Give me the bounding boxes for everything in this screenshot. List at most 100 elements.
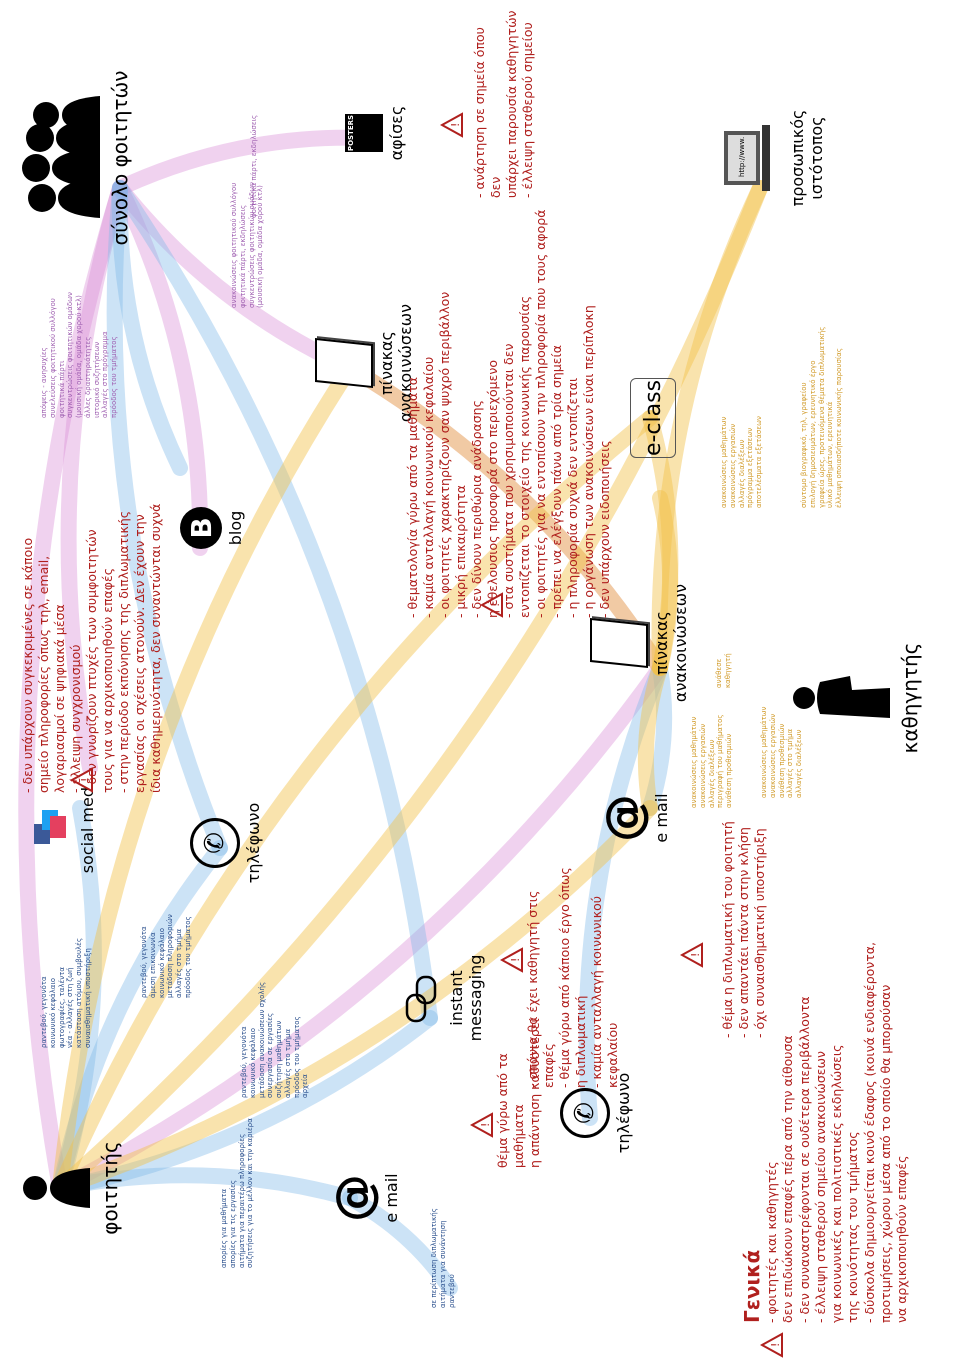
board-mid-label: πίνακας ανακοινώσεων [652, 583, 690, 703]
at-icon: @ [596, 794, 652, 842]
chat-bubbles-icon [405, 975, 437, 1023]
blue-connection-band [112, 180, 438, 1026]
blue-connection-band [642, 660, 673, 816]
email1-node: @ e mail [326, 1158, 401, 1238]
blue-connection-band [52, 800, 102, 1196]
email1-blue-note: απορίες για μαθήματα απορίες για τις εργ… [220, 1118, 255, 1268]
students-purple-note: απόψεις - ανησυχίες συνελεύσεις φοιτητικ… [40, 292, 118, 418]
board-purple-note: ανακοινώσεις φοιτητικού συλλόγου φοιτητι… [230, 182, 265, 308]
professor-label: καθηγητής [898, 642, 922, 754]
purple-connection-band [60, 180, 128, 776]
board-mid-orange-note: ανακοινώσεις μαθημάτων ανακοινώσεις εργα… [720, 416, 763, 508]
svg-text:!: ! [449, 123, 462, 127]
orange-connection-band [52, 410, 658, 1196]
orange-connection-band [652, 490, 679, 676]
purple-connection-band [342, 360, 668, 676]
svg-text:!: ! [79, 778, 92, 782]
social-issues: - δεν υπάρχουν συγκεκριμένες σε κάποιο σ… [20, 503, 163, 793]
orange-connection-band [642, 410, 679, 676]
posters-icon: POSTERS [345, 114, 383, 152]
blue-connection-band [578, 660, 668, 1126]
email2-orange-note: ανακοινώσεις μαθημάτων ανακοινώσεις εργα… [760, 706, 803, 798]
email2-label: e mail [652, 793, 671, 843]
orange-connection-band [52, 360, 358, 1196]
student-group-icon [22, 96, 100, 218]
instant-label: instant messaging [447, 954, 485, 1042]
email1-label: e mail [382, 1173, 401, 1223]
orange-connection-band [52, 800, 658, 1196]
email2-node: @ e mail [596, 778, 671, 858]
website-node: http://www. προσωπικός ιστότοπος [720, 88, 826, 228]
general-title: Γενικά [740, 1249, 764, 1323]
students-group-node: σύνολο φοιτητών [20, 58, 132, 258]
svg-text:!: ! [689, 953, 702, 957]
website-orange-note: σύντομο βιογραφικό, τηλ, γραφείου επιλογ… [800, 326, 843, 508]
students-group-label: σύνολο φοιτητών [108, 70, 132, 246]
warning-icon: ! [70, 767, 93, 793]
purple-connection-band [112, 180, 209, 556]
at-icon: @ [326, 1174, 382, 1222]
svg-text:!: ! [769, 1343, 782, 1347]
orange-connection-band [52, 180, 768, 1196]
warning-icon: ! [440, 112, 463, 138]
thesis-blue-note: σε περίπτωση διπλωματικής αιτήματα για σ… [430, 1208, 456, 1308]
blue-connection-band [52, 1167, 358, 1206]
advisor-orange-note: ανάθεσε καθηγητή [715, 653, 732, 688]
professor-node: καθηγητής [790, 628, 922, 768]
website-label: προσωπικός ιστότοπος [788, 109, 826, 207]
instant-node: instant messaging [405, 928, 485, 1068]
blue-connection-band [52, 840, 228, 1196]
warning-icon: ! [470, 1112, 493, 1138]
svg-text:!: ! [509, 958, 522, 962]
board-mid-icon [590, 617, 648, 669]
phone1-blue-note: ραντεβού, γεγονότα άμεση επικοινωνία κοι… [140, 914, 192, 998]
purple-connection-band [112, 129, 378, 196]
social-node: social media [30, 768, 97, 878]
social-media-icon [34, 810, 66, 844]
phone-issues: θέμα γύρω από τα μαθήματα η απάντηση καθ… [495, 1018, 542, 1168]
blue-connection-band [52, 1010, 438, 1196]
instant-blue-note: ραντεβού, γεγονότα κοινωνικό κεφάλαιο με… [240, 981, 310, 1098]
blue-connection-band [106, 180, 228, 856]
professor-icon [793, 676, 890, 718]
orange-connection-band [651, 180, 768, 676]
student-label: φοιτητής [98, 1141, 122, 1235]
general-body: - φοιτητές και καθηγητές δεν επιδιώκουν … [764, 941, 909, 1323]
orange-connection-band [637, 660, 668, 816]
eclass-box: e-class [630, 378, 676, 458]
warning-icon: ! [680, 942, 703, 968]
purple-connection-band [18, 180, 128, 1196]
laptop-icon: http://www. [724, 125, 770, 191]
laptop-url-text: http://www. [738, 137, 746, 177]
prof-orange-note: ανακοινώσεις μαθημάτων ανακοινώσεις εργα… [690, 714, 733, 808]
blog-label: blog [226, 510, 245, 546]
blue-connection-band [111, 180, 188, 476]
orange-connection-band [342, 360, 668, 676]
posters-label: αφίσες [387, 105, 406, 161]
purple-connection-band [52, 660, 668, 1196]
eclass-node: e-class [630, 368, 676, 458]
blue-connection-band [342, 1190, 458, 1296]
general-section: Γενικά - φοιτητές και καθηγητές δεν επιδ… [740, 903, 910, 1323]
blog-node: B blog [180, 488, 245, 568]
blog-icon: B [180, 507, 222, 549]
board-top-node: πίνακας ανακοινώσεων [315, 278, 415, 448]
warning-icon: ! [480, 592, 503, 618]
student-icon [23, 1168, 90, 1208]
student-node: φοιτητής [20, 1128, 122, 1248]
warning-icon: ! [760, 1332, 783, 1358]
board-top-icon [315, 337, 373, 389]
social-blue-note: ραντεβού, γεγονότα κοινωνικό κεφάλαιο φω… [40, 937, 92, 1048]
svg-text:!: ! [489, 603, 502, 607]
warning-icon: ! [500, 947, 523, 973]
svg-text:!: ! [479, 1123, 492, 1127]
phone-icon: ✆ [190, 818, 240, 868]
posters-node: POSTERS αφίσες [345, 93, 406, 173]
phone1-node: ✆ τηλέφωνο [190, 798, 263, 888]
phone1-label: τηλέφωνο [244, 802, 263, 884]
phone-icon: ✆ [560, 1088, 610, 1138]
board-issues: - θεματολογία γύρω από τα μαθήματα - καμ… [405, 209, 612, 618]
